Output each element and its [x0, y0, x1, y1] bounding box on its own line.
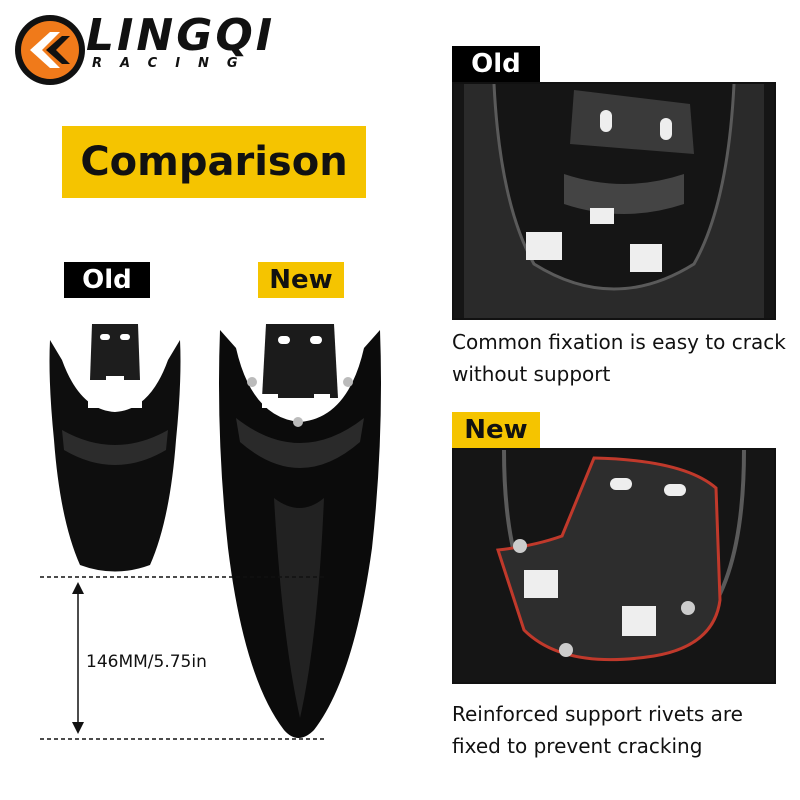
new-caption-line2: fixed to prevent cracking — [452, 734, 703, 758]
new-fender-label: New — [258, 262, 344, 298]
lingqi-emblem-icon — [15, 15, 85, 85]
old-caption: Common fixation is easy to crack without… — [452, 326, 792, 390]
new-caption-line1: Reinforced support rivets are — [452, 702, 743, 726]
old-fender-image — [49, 324, 181, 572]
old-fender-label: Old — [64, 262, 150, 298]
dimension-label: 146MM/5.75in — [86, 652, 207, 672]
new-mount-photo — [452, 448, 776, 684]
new-panel-label: New — [452, 412, 540, 448]
old-caption-line1: Common fixation is easy to crack — [452, 330, 786, 354]
comparison-banner: Comparison — [62, 126, 366, 198]
brand-logo — [15, 15, 85, 85]
brand-subtitle: RACING — [92, 56, 256, 71]
comparison-title: Comparison — [80, 139, 348, 185]
new-caption: Reinforced support rivets are fixed to p… — [452, 698, 792, 762]
new-fender-image — [219, 324, 381, 738]
old-caption-line2: without support — [452, 362, 611, 386]
old-mount-photo — [452, 82, 776, 320]
dimension-guide — [40, 576, 326, 740]
brand-name: LINGQI — [86, 10, 276, 61]
old-panel-label: Old — [452, 46, 540, 82]
